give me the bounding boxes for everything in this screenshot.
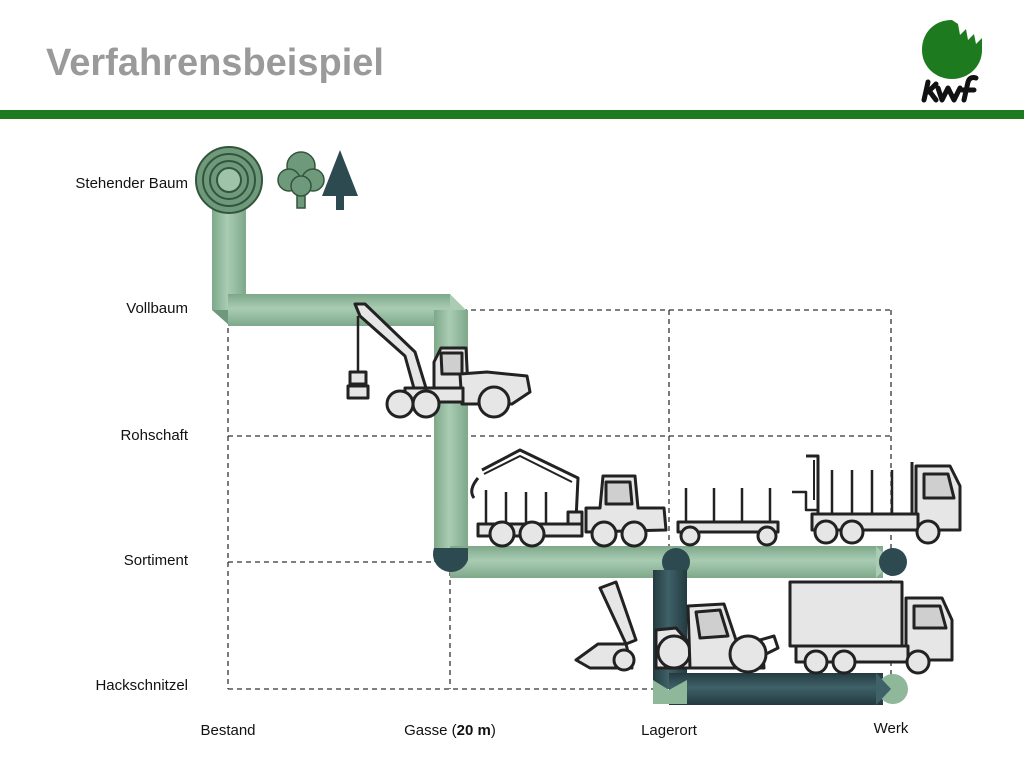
chip-truck-icon xyxy=(788,580,954,675)
gasse-width: 20 m xyxy=(456,722,491,739)
column-label-gasse: Gasse (20 m) xyxy=(404,722,496,739)
log-truck-icon xyxy=(792,454,962,545)
harvester-icon xyxy=(346,302,532,419)
column-label-werk: Werk xyxy=(873,720,909,737)
column-label-bestand: Bestand xyxy=(200,722,256,739)
row-label-vollbaum: Vollbaum xyxy=(126,300,188,317)
log-trailer-icon xyxy=(676,488,780,547)
deciduous-tree-icon xyxy=(277,151,325,209)
page-title: Verfahrensbeispiel xyxy=(46,42,384,84)
flow-path-dark xyxy=(432,548,908,705)
kwf-logo xyxy=(921,20,982,103)
row-label-sortiment: Sortiment xyxy=(123,552,188,569)
conifer-tree-icon xyxy=(322,150,358,210)
tree-ring-icon xyxy=(195,146,263,214)
row-label-hackschnitzel: Hackschnitzel xyxy=(95,677,188,694)
chipper-icon xyxy=(574,580,780,674)
forwarder-icon xyxy=(470,448,668,548)
title-divider xyxy=(0,110,1024,119)
row-label-stehender-baum: Stehender Baum xyxy=(75,175,188,192)
row-label-rohschaft: Rohschaft xyxy=(120,427,188,444)
column-label-lagerort: Lagerort xyxy=(641,722,697,739)
flow-path-light xyxy=(212,190,891,578)
